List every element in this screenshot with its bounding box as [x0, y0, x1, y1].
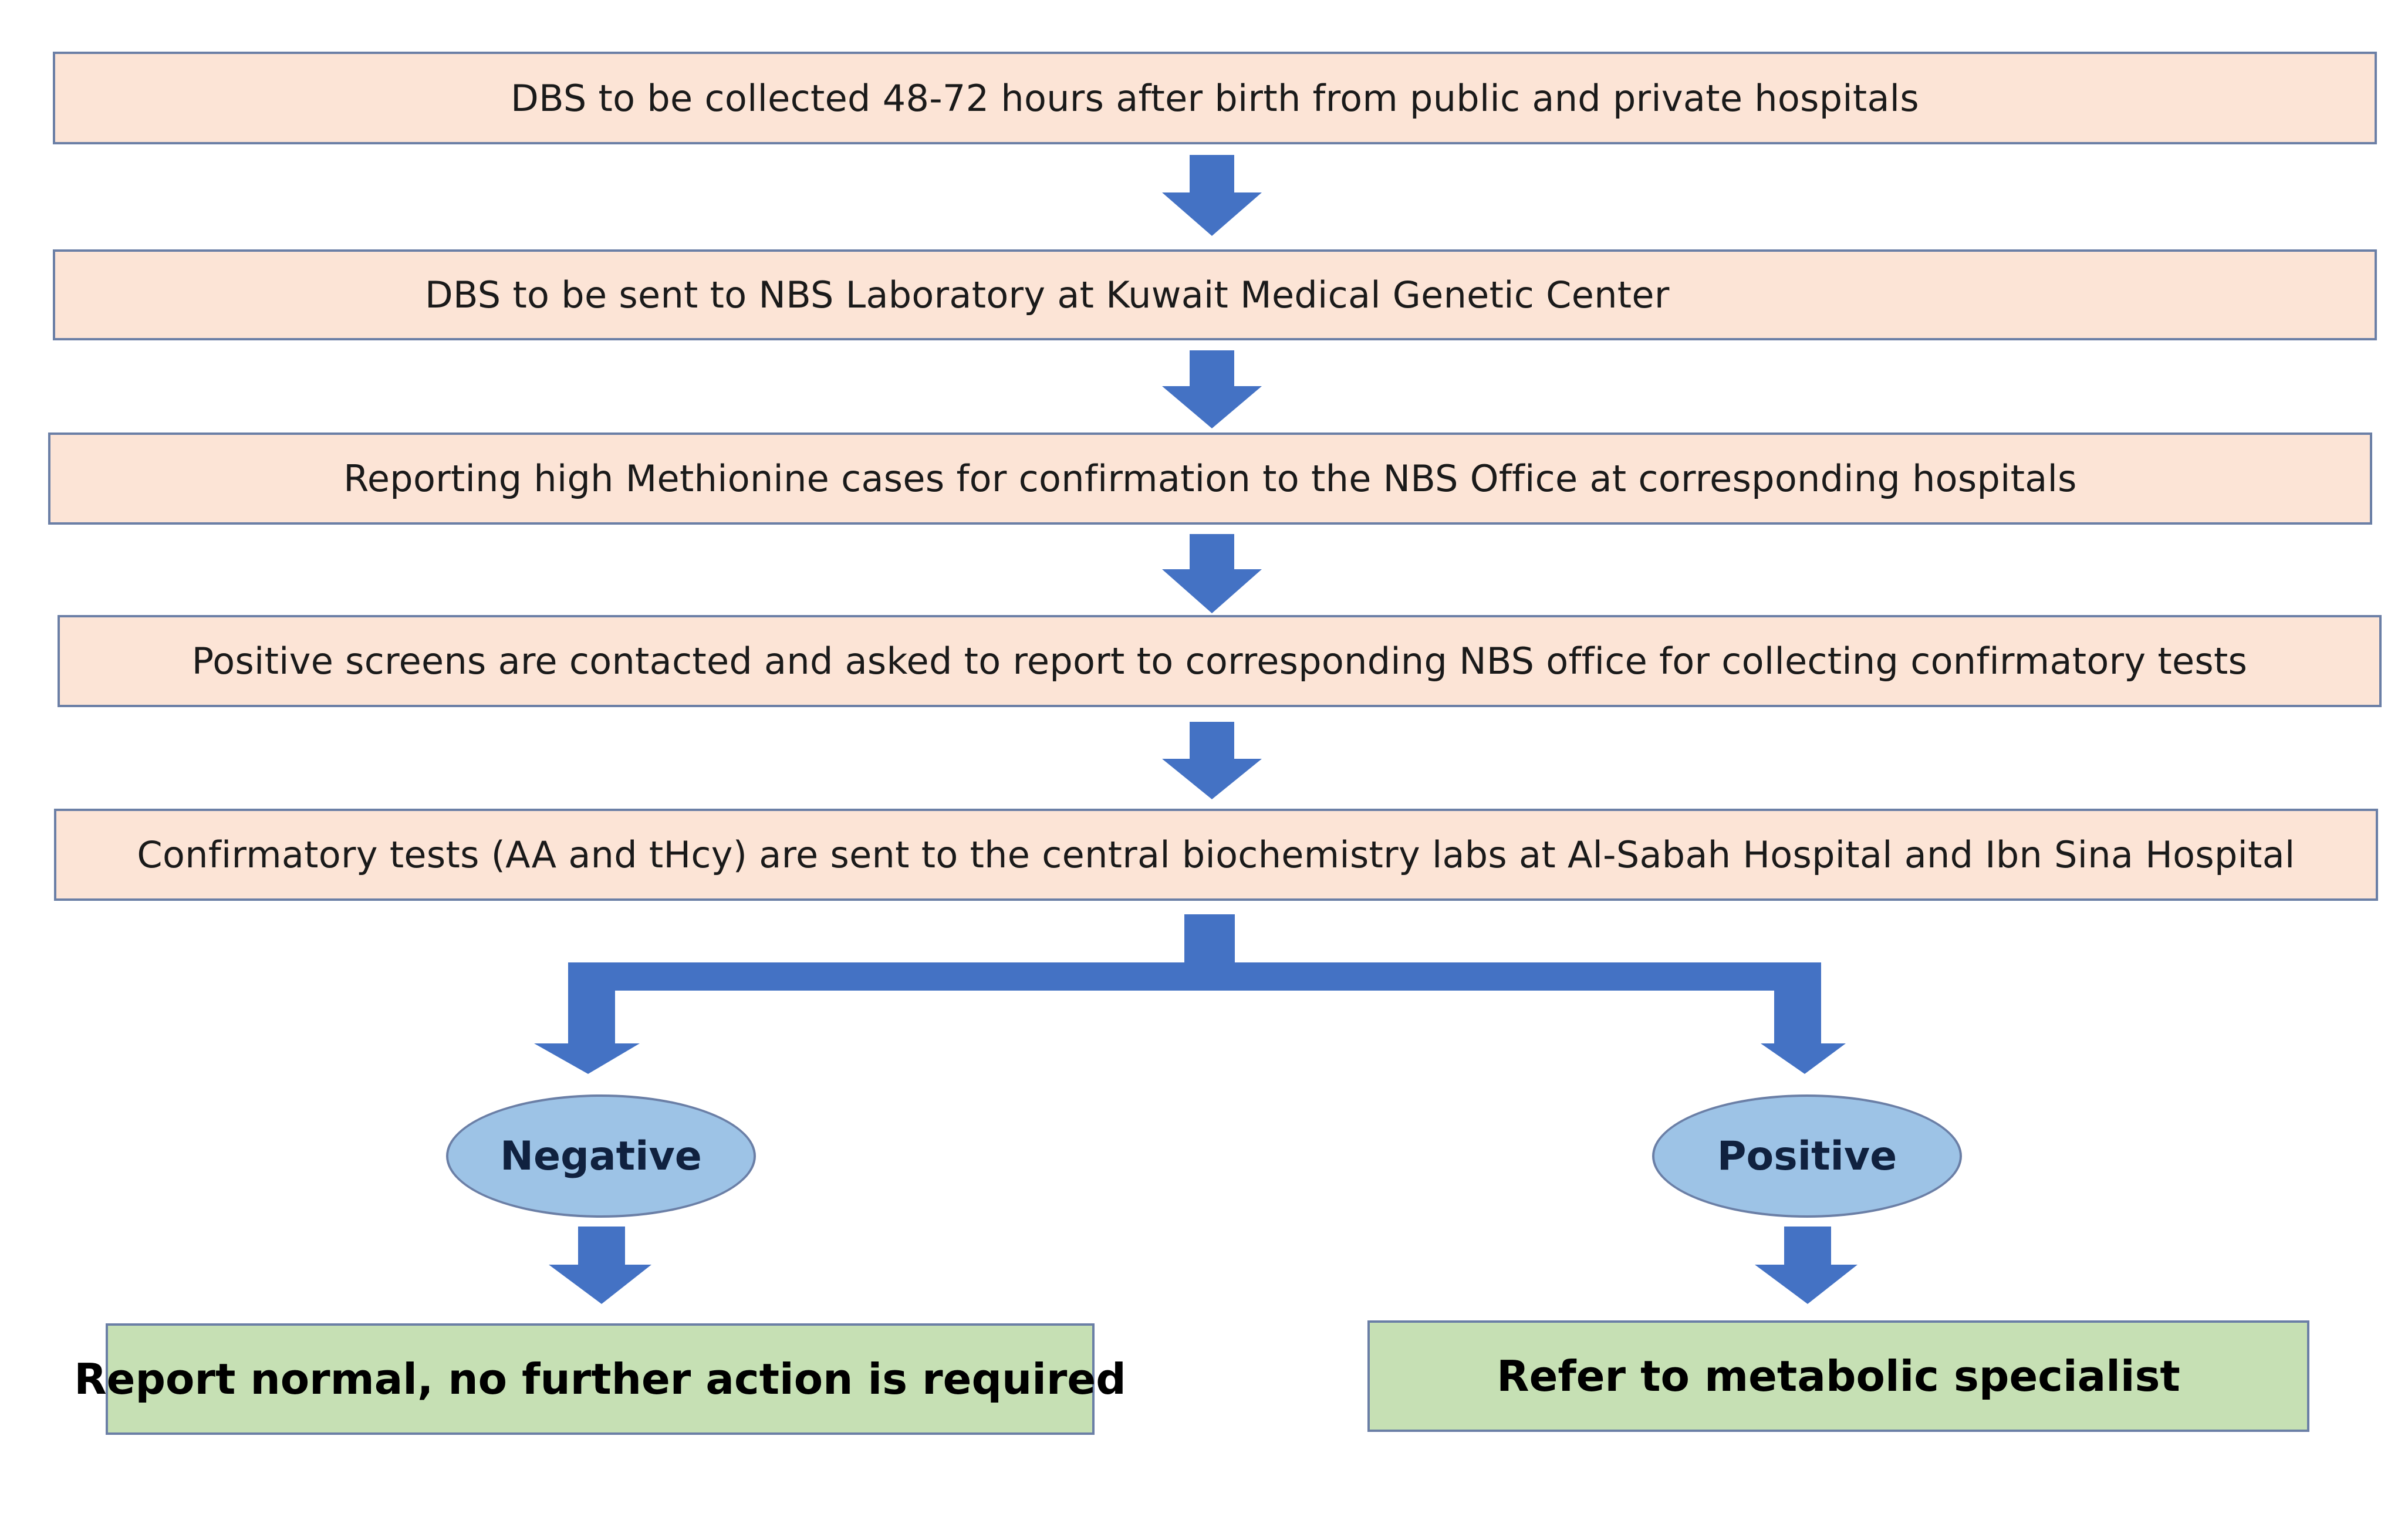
arrow-down-icon: [1162, 350, 1262, 428]
step-send-to-lab: DBS to be sent to NBS Laboratory at Kuwa…: [53, 249, 2377, 340]
outcome-positive: Refer to metabolic specialist: [1367, 1320, 2309, 1432]
outcome-positive-label: Refer to metabolic specialist: [1497, 1352, 2180, 1401]
step-report-high-methionine: Reporting high Methionine cases for conf…: [48, 433, 2372, 525]
step-collect-dbs: DBS to be collected 48-72 hours after bi…: [53, 52, 2377, 144]
branch-arrow-positive: [1761, 962, 1846, 1074]
outcome-negative-label: Report normal, no further action is requ…: [74, 1354, 1126, 1404]
branch-stem: [1184, 914, 1235, 967]
step-contact-positive-screens: Positive screens are contacted and asked…: [58, 615, 2382, 707]
step-send-to-lab-label: DBS to be sent to NBS Laboratory at Kuwa…: [425, 273, 1670, 316]
step-confirmatory-tests: Confirmatory tests (AA and tHcy) are sen…: [54, 809, 2378, 901]
step-collect-dbs-label: DBS to be collected 48-72 hours after bi…: [511, 76, 1919, 120]
arrow-down-icon: [1162, 722, 1262, 799]
step-report-high-methionine-label: Reporting high Methionine cases for conf…: [343, 457, 2077, 500]
step-contact-positive-screens-label: Positive screens are contacted and asked…: [191, 640, 2248, 683]
step-confirmatory-tests-label: Confirmatory tests (AA and tHcy) are sen…: [137, 833, 2295, 876]
arrow-down-icon: [549, 1227, 651, 1304]
arrow-down-icon: [1162, 155, 1262, 236]
oval-negative-label: Negative: [500, 1133, 702, 1180]
branch-arrow-negative: [534, 962, 640, 1074]
arrow-down-icon: [1755, 1227, 1857, 1304]
outcome-negative: Report normal, no further action is requ…: [74, 1323, 1126, 1435]
branch-bar: [568, 962, 1821, 991]
oval-positive: Positive: [1652, 1094, 1962, 1218]
arrow-down-icon: [1162, 534, 1262, 613]
oval-negative: Negative: [446, 1094, 756, 1218]
oval-positive-label: Positive: [1717, 1133, 1897, 1180]
